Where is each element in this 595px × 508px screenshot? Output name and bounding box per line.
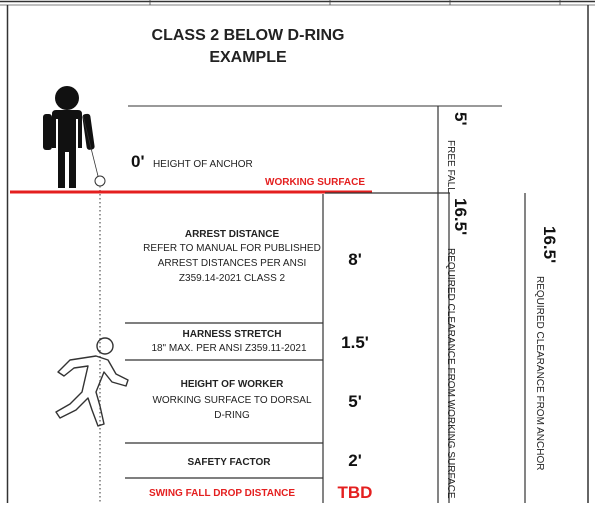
svg-text:Z359.14-2021 CLASS 2: Z359.14-2021 CLASS 2 xyxy=(179,273,286,284)
svg-text:SWING FALL DROP DISTANCE: SWING FALL DROP DISTANCE xyxy=(149,488,295,499)
svg-text:SAFETY FACTOR: SAFETY FACTOR xyxy=(188,457,272,468)
svg-text:REFER TO MANUAL FOR PUBLISHED: REFER TO MANUAL FOR PUBLISHED xyxy=(143,243,321,254)
swing-fall-value: TBD xyxy=(338,483,373,502)
standing-worker-icon xyxy=(43,86,95,188)
row-safety-factor: SAFETY FACTOR 2' xyxy=(188,451,362,470)
clearance-columns xyxy=(325,106,526,503)
row-height-of-worker: HEIGHT OF WORKER WORKING SURFACE TO DORS… xyxy=(152,379,361,421)
svg-text:16.5': 16.5' xyxy=(451,198,470,235)
working-surface-label: WORKING SURFACE xyxy=(265,177,365,188)
row-swing-fall: SWING FALL DROP DISTANCE TBD xyxy=(149,483,373,502)
height-of-worker-value: 5' xyxy=(348,392,362,411)
clearance-anchor-column: 16.5' REQUIRED CLEARANCE FROM ANCHOR xyxy=(534,226,559,470)
safety-factor-value: 2' xyxy=(348,451,362,470)
lanyard-line xyxy=(82,115,99,177)
title-line-1: CLASS 2 BELOW D-RING xyxy=(152,27,345,44)
svg-text:HEIGHT OF WORKER: HEIGHT OF WORKER xyxy=(181,379,285,390)
svg-text:ARREST DISTANCES PER ANSI: ARREST DISTANCES PER ANSI xyxy=(158,258,307,269)
row-harness-stretch: HARNESS STRETCH 18" MAX. PER ANSI Z359.1… xyxy=(151,329,368,354)
svg-text:HARNESS STRETCH: HARNESS STRETCH xyxy=(183,329,282,340)
row-arrest-distance: ARREST DISTANCE REFER TO MANUAL FOR PUBL… xyxy=(143,229,362,284)
svg-text:REQUIRED CLEARANCE FROM WORKIN: REQUIRED CLEARANCE FROM WORKING SURFACE xyxy=(445,248,456,499)
anchor-height-text: 0' HEIGHT OF ANCHOR xyxy=(131,152,253,171)
svg-text:FREE FALL: FREE FALL xyxy=(445,140,456,193)
free-fall-column: 5' FREE FALL xyxy=(445,112,470,193)
clearance-working-column: 16.5' REQUIRED CLEARANCE FROM WORKING SU… xyxy=(445,198,470,499)
svg-text:16.5': 16.5' xyxy=(540,226,559,263)
anchor-ring-icon xyxy=(94,175,106,187)
svg-text:REQUIRED CLEARANCE FROM ANCHOR: REQUIRED CLEARANCE FROM ANCHOR xyxy=(534,276,545,470)
svg-text:18" MAX. PER ANSI Z359.11-2021: 18" MAX. PER ANSI Z359.11-2021 xyxy=(151,343,307,354)
falling-worker-icon xyxy=(55,337,129,427)
svg-text:WORKING SURFACE TO DORSAL: WORKING SURFACE TO DORSAL xyxy=(152,395,312,406)
distance-table xyxy=(125,194,324,503)
svg-text:ARREST DISTANCE: ARREST DISTANCE xyxy=(185,229,280,240)
svg-text:D-RING: D-RING xyxy=(214,410,250,421)
svg-text:5': 5' xyxy=(451,112,470,126)
harness-stretch-value: 1.5' xyxy=(341,333,369,352)
title-line-2: EXAMPLE xyxy=(209,49,287,66)
arrest-distance-value: 8' xyxy=(348,250,362,269)
